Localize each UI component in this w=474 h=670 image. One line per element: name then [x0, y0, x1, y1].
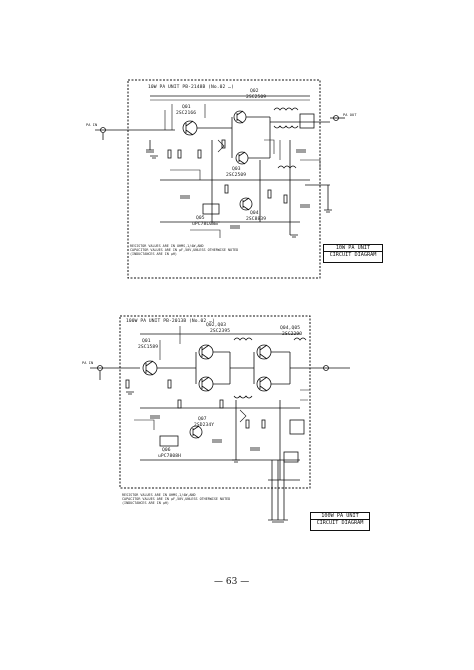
bottom-caption-line2: CIRCUIT DIAGRAM	[316, 520, 364, 526]
bottom-component-notes: RESISTOR VALUES ARE IN OHMS,1/4W,AND CAP…	[122, 493, 231, 506]
bottom-q02q03-type: 2SC2395	[210, 329, 231, 334]
top-q02-label: Q02	[250, 89, 259, 94]
top-component-notes: RESISTOR VALUES ARE IN OHMS,1/4W,AND CAP…	[130, 244, 239, 257]
top-q05-label: Q05	[196, 216, 205, 221]
bottom-q04q05-type: 2SC2290	[282, 332, 303, 337]
bottom-q07-type: 2SD234Y	[194, 423, 215, 428]
top-q03-type: 2SC2509	[226, 173, 247, 178]
top-q04-type: 2SC8839	[246, 217, 267, 222]
top-q02-type: 2SC2509	[246, 95, 267, 100]
top-unit-title: 10W PA UNIT PB-2148B (No.02 …)	[148, 85, 234, 90]
bottom-q07-label: Q07	[198, 417, 207, 422]
top-q01-type: 2SC2166	[176, 111, 197, 116]
bottom-q01-type: 2SC1589	[138, 345, 159, 350]
bottom-q01-label: Q01	[142, 339, 151, 344]
bottom-q06-type: uPC7808H	[158, 454, 181, 459]
bottom-q04q05-label: Q04,Q05	[280, 326, 301, 331]
top-caption-line1: 10W PA UNIT	[324, 245, 382, 252]
bottom-pa-in-label: PA IN	[82, 361, 94, 365]
top-q01-label: Q01	[182, 105, 191, 110]
top-q03-label: Q03	[232, 167, 241, 172]
top-caption-line2: CIRCUIT DIAGRAM	[329, 252, 377, 258]
top-diagram-caption: 10W PA UNIT CIRCUIT DIAGRAM	[323, 244, 383, 263]
bottom-q06-label: Q06	[162, 448, 171, 453]
page-number-value: 63	[225, 577, 238, 587]
top-q04-label: Q04	[250, 211, 259, 216]
top-pa-in-label: PA IN	[86, 123, 98, 127]
bottom-diagram-caption: 100W PA UNIT CIRCUIT DIAGRAM	[310, 512, 370, 531]
bottom-q02q03-label: Q02,Q03	[206, 323, 227, 328]
bottom-unit-title: 100W PA UNIT PB-2013B (No.02 …)	[126, 319, 215, 324]
top-q05-type: uPC78L08	[192, 222, 215, 227]
bottom-caption-line1: 100W PA UNIT	[311, 513, 369, 520]
top-pa-out-label: PA OUT	[343, 113, 357, 117]
page-number: — 63 —	[214, 577, 250, 587]
